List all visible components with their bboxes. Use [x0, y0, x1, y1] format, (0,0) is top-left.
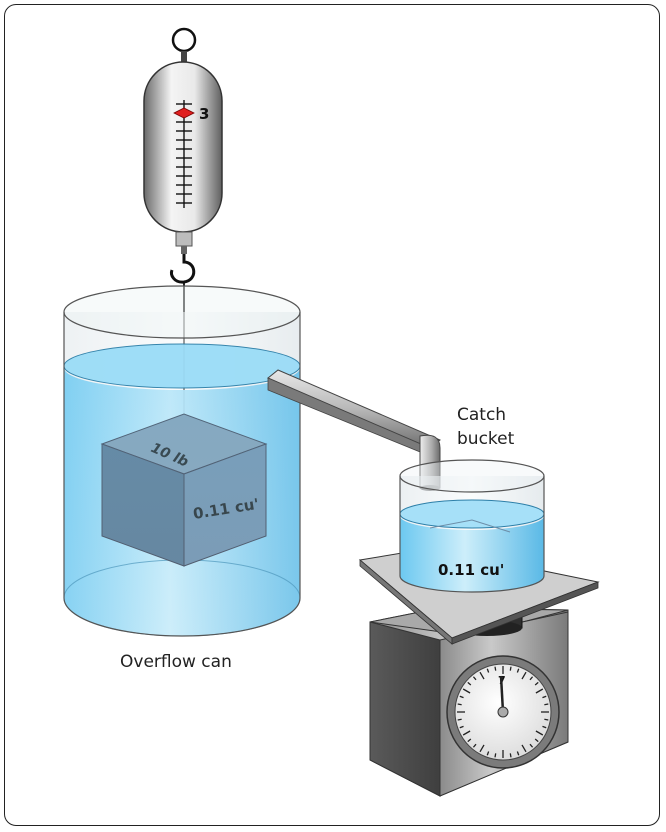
overflow-can: 10 lb 0.11 cu' [63, 285, 301, 637]
scale-hook [170, 254, 196, 284]
catch-bucket: 0.11 cu' [399, 459, 545, 593]
overflow-pipe [267, 369, 441, 491]
dial-needle [499, 675, 505, 713]
scale-indicator [173, 107, 195, 119]
scale-reading: 3 [199, 105, 209, 123]
bucket-rim [399, 459, 545, 493]
scale-body [143, 61, 223, 233]
bucket-water [400, 516, 544, 592]
scale-dial: 7 [446, 655, 560, 769]
scale-ring [171, 27, 197, 53]
diagram-frame [4, 4, 660, 826]
overflow-can-label: Overflow can [120, 652, 232, 672]
can-water-surface [63, 343, 301, 389]
bucket-volume-label: 0.11 cu' [438, 561, 504, 579]
can-rim [63, 285, 301, 339]
dial-ticks [457, 666, 549, 758]
catch-bucket-label-line1: Catch [457, 405, 506, 425]
catch-bucket-label-line2: bucket [457, 429, 515, 449]
